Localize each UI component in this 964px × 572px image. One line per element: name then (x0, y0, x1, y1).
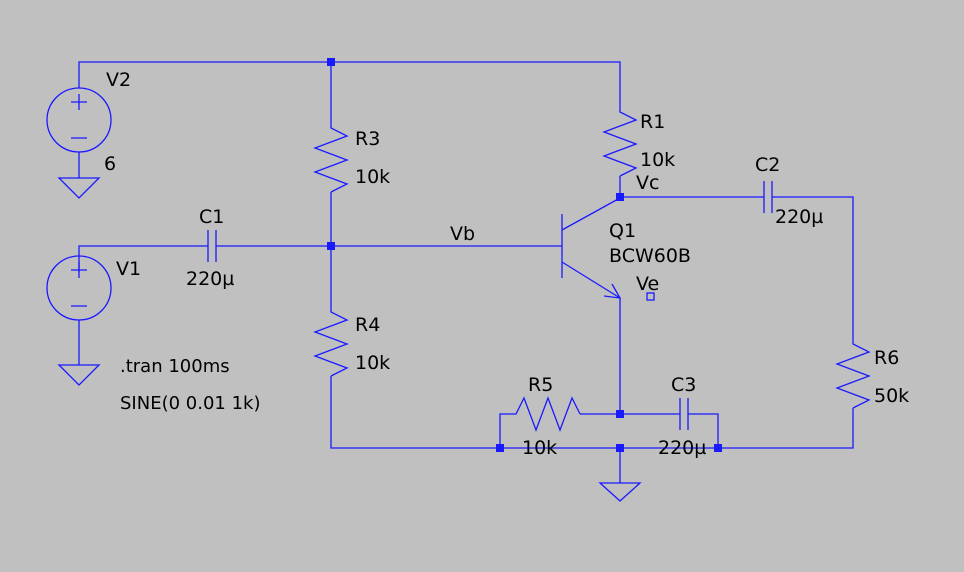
ground-icon (57, 177, 101, 199)
c2-value: 220µ (775, 206, 823, 228)
npn-transistor-icon[interactable] (561, 197, 622, 299)
ground-icon (57, 364, 101, 386)
wire-r5-left (499, 413, 508, 448)
r5-name: R5 (528, 374, 553, 396)
r6-value: 50k (874, 385, 909, 407)
c1-name: C1 (199, 206, 224, 228)
directive-tran[interactable]: .tran 100ms (120, 356, 230, 377)
wire-r4-bottom (330, 376, 500, 449)
r3-name: R3 (355, 128, 380, 150)
q1-name: Q1 (609, 220, 636, 242)
wire-r6-bottom (718, 408, 854, 449)
r1-name: R1 (640, 111, 665, 133)
net-label-vc: Vc (636, 172, 659, 194)
q1-model: BCW60B (609, 245, 691, 267)
capacitor-icon[interactable] (207, 230, 217, 262)
net-label-vb: Vb (450, 223, 475, 245)
r6-name: R6 (874, 347, 899, 369)
r1-value: 10k (640, 149, 675, 171)
c1-value: 220µ (186, 268, 234, 290)
directive-source[interactable]: SINE(0 0.01 1k) (120, 393, 260, 414)
junction-nodes (327, 58, 722, 452)
resistor-icon[interactable] (313, 120, 349, 193)
c2-name: C2 (755, 154, 780, 176)
r4-name: R4 (355, 314, 380, 336)
r5-value: 10k (522, 437, 557, 459)
v2-name: V2 (106, 69, 131, 91)
c3-name: C3 (671, 374, 696, 396)
resistor-icon[interactable] (313, 304, 349, 377)
ve-net-flag (646, 292, 655, 301)
r4-value: 10k (355, 352, 390, 374)
net-label-ve: Ve (636, 273, 659, 295)
resistor-icon[interactable] (835, 336, 871, 409)
v2-value: 6 (104, 153, 116, 175)
capacitor-icon[interactable] (679, 398, 689, 430)
wire-top-rail (78, 61, 621, 104)
capacitor-icon[interactable] (763, 181, 773, 213)
c3-value: 220µ (658, 437, 706, 459)
resistor-icon[interactable] (602, 104, 638, 177)
v1-name: V1 (116, 258, 141, 280)
wire-c3-right (688, 413, 719, 448)
voltage-source-icon[interactable] (46, 255, 112, 321)
wire-bottom-rail (500, 447, 718, 483)
wire-c2-r6 (772, 196, 854, 336)
resistor-icon[interactable] (508, 396, 581, 432)
ground-icon (598, 482, 642, 502)
voltage-source-icon[interactable] (46, 87, 112, 153)
r3-value: 10k (355, 166, 390, 188)
